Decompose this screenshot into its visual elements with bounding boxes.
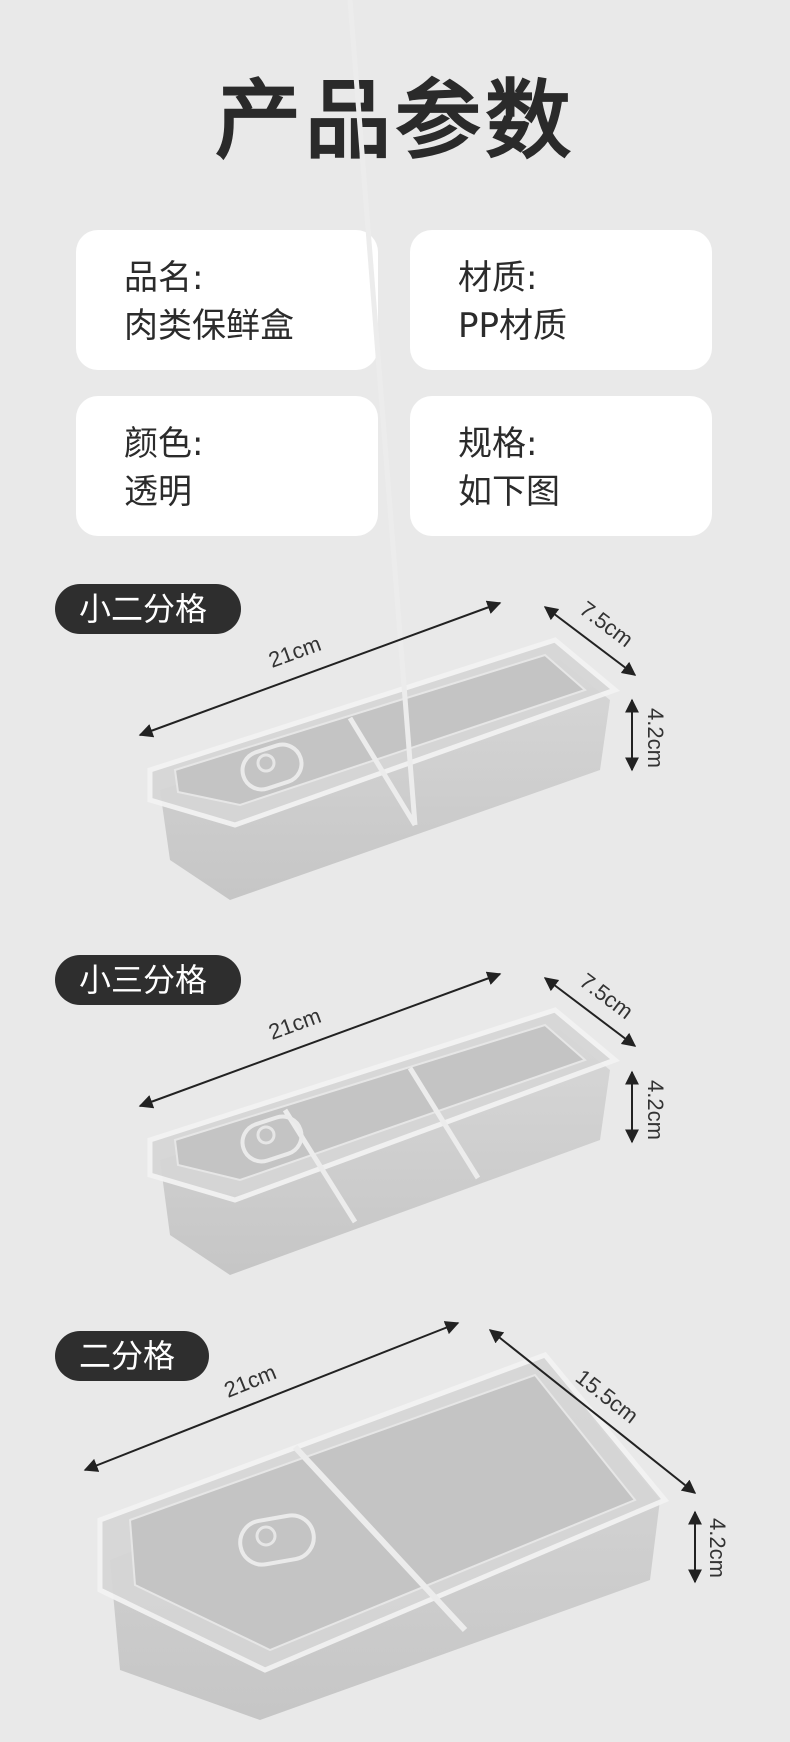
param-card-material: 材质: PP材质 xyxy=(410,230,712,370)
dimension-width-small-two: 7.5cm xyxy=(575,596,638,652)
param-key: 品名: xyxy=(124,258,204,298)
param-key: 材质: xyxy=(458,258,538,298)
dimension-length-small-two: 21cm xyxy=(265,631,324,673)
param-card-spec: 规格: 如下图 xyxy=(410,396,712,536)
dimension-lines-two xyxy=(83,1321,702,1584)
dimension-height-two: 4.2cm xyxy=(705,1518,730,1578)
param-value: PP材质 xyxy=(458,306,568,346)
dimension-lines-small-two xyxy=(138,600,639,772)
dimension-width-small-three: 7.5cm xyxy=(575,968,638,1024)
box-two-image xyxy=(97,1352,670,1720)
dimension-height-small-two: 4.2cm xyxy=(643,708,668,768)
param-key: 规格: xyxy=(458,424,538,464)
box-small-three-image xyxy=(147,1007,620,1275)
param-value: 肉类保鲜盒 xyxy=(124,306,294,346)
dimension-length-small-three: 21cm xyxy=(265,1003,324,1045)
param-card-color: 颜色: 透明 xyxy=(76,396,378,536)
box-small-two-image xyxy=(147,0,620,900)
param-value: 如下图 xyxy=(458,472,560,512)
param-key: 颜色: xyxy=(124,424,204,464)
dimension-height-small-three: 4.2cm xyxy=(643,1080,668,1140)
dimension-lines-small-three xyxy=(138,971,639,1144)
page-title: 产品参数 xyxy=(215,71,575,171)
param-card-name: 品名: 肉类保鲜盒 xyxy=(76,230,378,370)
param-value: 透明 xyxy=(124,472,192,512)
